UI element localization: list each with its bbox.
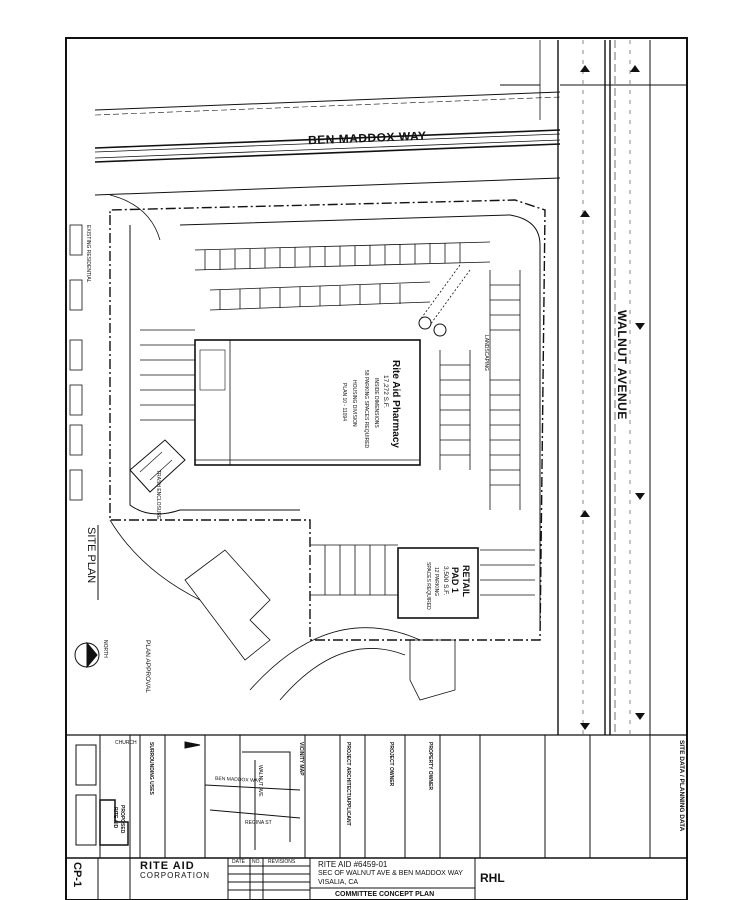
proposed-label: PROPOSED [119,805,125,834]
trash-enclosure-label: TRASH ENCLOSURE [155,470,161,520]
firm-logo: RHL [480,871,505,885]
property-owner-heading: PROPERTY OWNER [427,742,433,790]
date-column: DATE [232,859,245,865]
building-line-4: PLAN 10 - 11094 [341,383,347,421]
plan-title: COMMITTEE CONCEPT PLAN [335,891,435,898]
project-number: RITE AID #6459-01 [318,860,388,869]
vicinity-walnut: WALNUT AVE [257,765,263,797]
building-line-2: 58 PARKING SPACES REQUIRED [363,370,369,449]
plan-approval-label: PLAN APPROVAL [144,640,151,693]
retail-pad-building [397,547,479,619]
revisions-column: REVISIONS [268,859,296,865]
site-plan-label: SITE PLAN [85,527,97,584]
title-block [65,857,688,900]
vicinity-map-heading: VICINITY MAP [298,742,304,776]
surrounding-uses-heading: SURROUNDING USES [148,742,154,795]
no-column: NO. [252,859,261,865]
vicinity-regina: REGINA ST [245,820,272,826]
building-area: 17,272 S.F. [382,375,389,408]
existing-residential-label: EXISTING RESIDENTIAL [85,225,91,283]
landscaping-label: LANDSCAPING [483,335,489,371]
proposed-rite-aid-label: RITE AID [112,807,118,829]
project-location-1: SEC OF WALNUT AVE & BEN MADDOX WAY [318,870,463,877]
sheet-number: CP-1 [71,862,83,888]
building-line-1: INSIDE DIMENSIONS [373,378,379,428]
site-data-heading: SITE DATA / PLANNING DATA [678,740,685,832]
project-architect-heading: PROJECT ARCHITECT/APPLICANT [345,742,351,826]
north-label: NORTH [102,640,108,658]
sheet-border [65,37,688,900]
retail-label: RETAIL [461,565,471,597]
company-name-line2: CORPORATION [140,871,210,880]
walnut-avenue-label: WALNUT AVENUE [615,310,629,420]
retail-pad-parking: 12 PARKING [433,567,439,597]
project-owner-heading: PROJECT OWNER [388,742,394,787]
rite-aid-pharmacy-label: Rite Aid Pharmacy [390,360,401,448]
retail-pad-parking-2: SPACES REQUIRED [425,562,431,610]
church-label: CHURCH [115,740,137,746]
company-name: RITE AID CORPORATION [140,861,210,880]
retail-pad-number: PAD 1 [450,567,460,593]
company-name-line1: RITE AID [140,860,195,872]
project-location-2: VISALIA, CA [318,879,359,886]
retail-pad-area: 3,500 S.F. [442,566,449,596]
building-name: Rite Aid Pharmacy [390,360,401,448]
building-line-3: HOUSING DIVISION [351,380,357,427]
